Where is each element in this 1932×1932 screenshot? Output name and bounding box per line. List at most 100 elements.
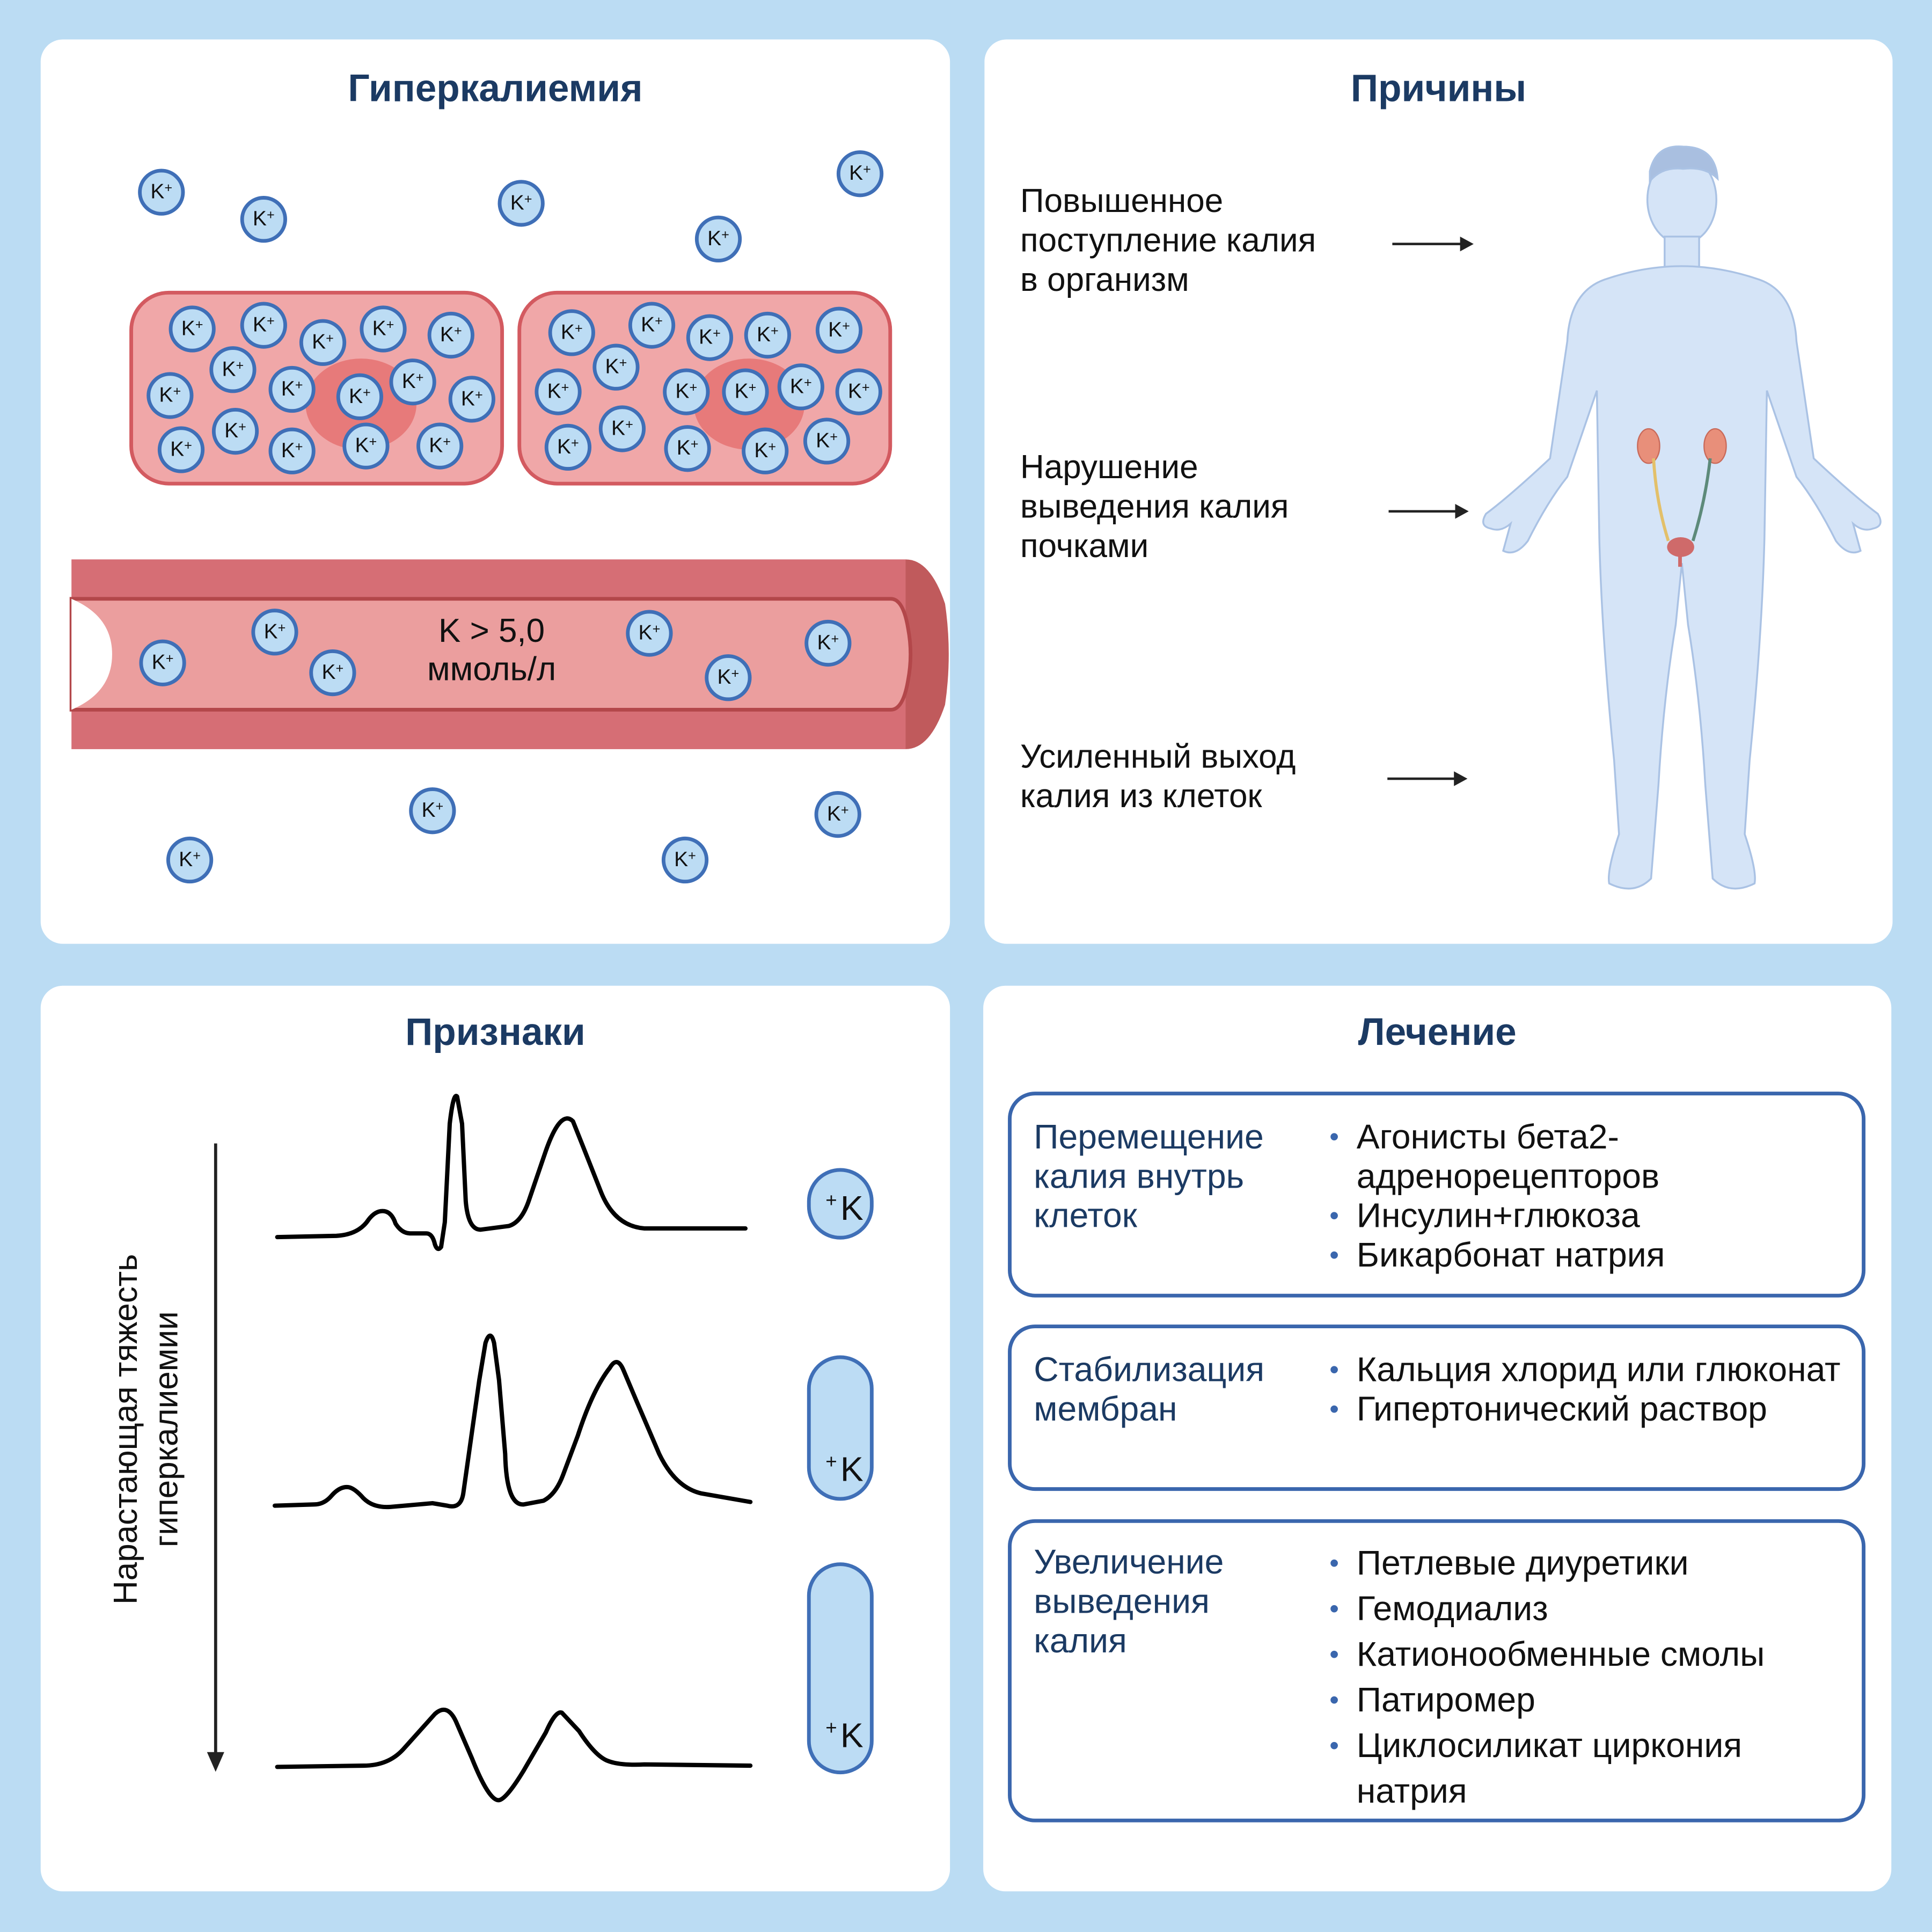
panel-title: Причины <box>1350 66 1527 110</box>
potassium-ion-icon: K+ <box>211 407 259 455</box>
potassium-ion-icon: K+ <box>240 302 287 349</box>
cause-renal-excretion: Нарушение выведения калия почками <box>1020 447 1289 565</box>
potassium-ion-icon: K+ <box>157 426 205 473</box>
potassium-ion-icon: K+ <box>251 609 298 656</box>
potassium-ion-icon: K+ <box>663 368 710 415</box>
potassium-ion-icon: K+ <box>592 343 640 391</box>
potassium-ion-icon: K+ <box>814 791 861 838</box>
potassium-ion-icon: K+ <box>309 649 356 697</box>
kidney-icon <box>1637 428 1727 567</box>
cause-line: Нарушение <box>1020 448 1198 486</box>
potassium-ion-icon: K+ <box>835 368 882 415</box>
treatment-group-label: Перемещение калия внутрь клеток <box>1034 1117 1264 1235</box>
panel-title: Признаки <box>405 1010 586 1054</box>
potassium-ion-icon: K+ <box>169 305 216 353</box>
potassium-ion-icon: K+ <box>744 311 791 359</box>
cause-cell-efflux: Усиленный выход калия из клеток <box>1020 737 1296 816</box>
potassium-ion-icon: K+ <box>544 423 592 471</box>
potassium-ion-icon: K+ <box>626 610 673 657</box>
potassium-ion-icon: K+ <box>664 425 711 472</box>
panel-hyperkalemia: Гиперкалиемия K+K+K+K+K+ K+K+K+K+K+K+K+K… <box>40 39 950 944</box>
ecg-trace-stage-2 <box>272 1333 753 1510</box>
treatment-item: Патиромер <box>1329 1677 1847 1723</box>
human-body-figure <box>1482 145 1882 890</box>
treatment-group-label: Стабилизация мембран <box>1034 1350 1264 1429</box>
panel-treatment: Лечение Перемещение калия внутрь клеток … <box>983 985 1892 1892</box>
potassium-ion-icon: K+ <box>166 836 214 884</box>
treatment-group-label: Увеличение выведения калия <box>1034 1542 1224 1660</box>
label-line: Перемещение <box>1034 1117 1264 1156</box>
axis-label-line2: гиперкалиемии <box>148 1311 185 1547</box>
cause-line: калия из клеток <box>1020 777 1262 815</box>
k-symbol: K <box>840 1450 863 1489</box>
cause-line: в организм <box>1020 261 1189 298</box>
treatment-list: Кальция хлорид или глюконат Гипертоничес… <box>1329 1350 1847 1429</box>
potassium-ion-icon: K+ <box>409 787 456 835</box>
label-line: клеток <box>1034 1196 1137 1235</box>
potassium-ion-icon: K+ <box>694 215 742 263</box>
arrow-right-icon <box>1388 504 1469 519</box>
panel-causes: Причины Повышенное поступление калия в о… <box>984 39 1893 944</box>
treatment-group-stabilize: Стабилизация мембран Кальция хлорид или … <box>1008 1324 1866 1491</box>
cause-line: выведения калия <box>1020 488 1289 525</box>
potassium-ion-icon: K+ <box>138 169 185 216</box>
panel-title: Лечение <box>1358 1010 1517 1054</box>
k-charge: + <box>825 1191 837 1212</box>
cause-line: Усиленный выход <box>1020 738 1296 775</box>
cause-line: Повышенное <box>1020 182 1224 219</box>
potassium-level-indicator-low: K+ <box>807 1168 874 1240</box>
potassium-ion-icon: K+ <box>661 836 709 884</box>
potassium-ion-icon: K+ <box>804 619 852 667</box>
potassium-ion-icon: K+ <box>448 376 495 423</box>
potassium-ion-icon: K+ <box>389 358 436 406</box>
potassium-ion-icon: K+ <box>777 363 824 411</box>
potassium-ion-icon: K+ <box>815 306 863 354</box>
treatment-item: Инсулин+глюкоза <box>1329 1196 1862 1235</box>
potassium-ion-icon: K+ <box>209 346 257 393</box>
treatment-item: Петлевые диуретики <box>1329 1540 1847 1586</box>
potassium-ion-icon: K+ <box>240 196 287 243</box>
k-symbol: K <box>840 1716 863 1755</box>
k-symbol: K <box>840 1189 863 1227</box>
potassium-ion-icon: K+ <box>497 180 545 227</box>
treatment-list: Агонисты бета2-адренорецепторов Инсулин+… <box>1329 1117 1862 1275</box>
treatment-list: Петлевые диуретики Гемодиализ Катионообм… <box>1329 1540 1847 1814</box>
potassium-ion-icon: K+ <box>416 422 464 470</box>
potassium-level-line2: ммоль/л <box>427 650 556 687</box>
k-charge: + <box>825 1718 837 1740</box>
treatment-group-excretion: Увеличение выведения калия Петлевые диур… <box>1008 1519 1866 1823</box>
potassium-ion-icon: K+ <box>336 373 384 420</box>
treatment-item: Гемодиализ <box>1329 1586 1847 1631</box>
cause-line: поступление калия <box>1020 222 1316 259</box>
ecg-trace-stage-1 <box>275 1094 748 1252</box>
label-line: Стабилизация <box>1034 1350 1265 1389</box>
potassium-ion-icon: K+ <box>548 309 595 356</box>
potassium-ion-icon: K+ <box>722 368 769 415</box>
treatment-item: Бикарбонат натрия <box>1329 1236 1862 1275</box>
treatment-item: Кальция хлорид или глюконат <box>1329 1350 1847 1389</box>
potassium-level-indicator-high: K+ <box>807 1562 874 1775</box>
arrow-down-icon <box>207 1752 224 1772</box>
cause-increased-intake: Повышенное поступление калия в организм <box>1020 181 1316 299</box>
potassium-ion-icon: K+ <box>686 314 734 361</box>
label-line: Увеличение <box>1034 1542 1224 1581</box>
potassium-ion-icon: K+ <box>139 639 186 686</box>
potassium-ion-icon: K+ <box>147 372 194 419</box>
potassium-ion-icon: K+ <box>360 305 407 353</box>
potassium-ion-icon: K+ <box>299 319 347 366</box>
treatment-item: Гипертонический раствор <box>1329 1390 1847 1429</box>
treatment-group-shift: Перемещение калия внутрь клеток Агонисты… <box>1008 1092 1866 1298</box>
label-line: калия внутрь <box>1034 1157 1245 1196</box>
k-charge: + <box>825 1452 837 1474</box>
potassium-ion-icon: K+ <box>836 150 884 197</box>
potassium-ion-icon: K+ <box>705 654 752 701</box>
treatment-item: Циклосиликат циркония натрия <box>1329 1723 1847 1814</box>
ecg-trace-stage-3 <box>275 1707 753 1803</box>
panel-title: Гиперкалиемия <box>348 66 643 110</box>
label-line: выведения <box>1034 1582 1210 1621</box>
potassium-ion-icon: K+ <box>598 405 646 452</box>
axis-label-line1: Нарастающая тяжесть <box>107 1254 144 1605</box>
potassium-ion-icon: K+ <box>268 427 316 474</box>
treatment-item: Агонисты бета2-адренорецепторов <box>1329 1117 1862 1196</box>
